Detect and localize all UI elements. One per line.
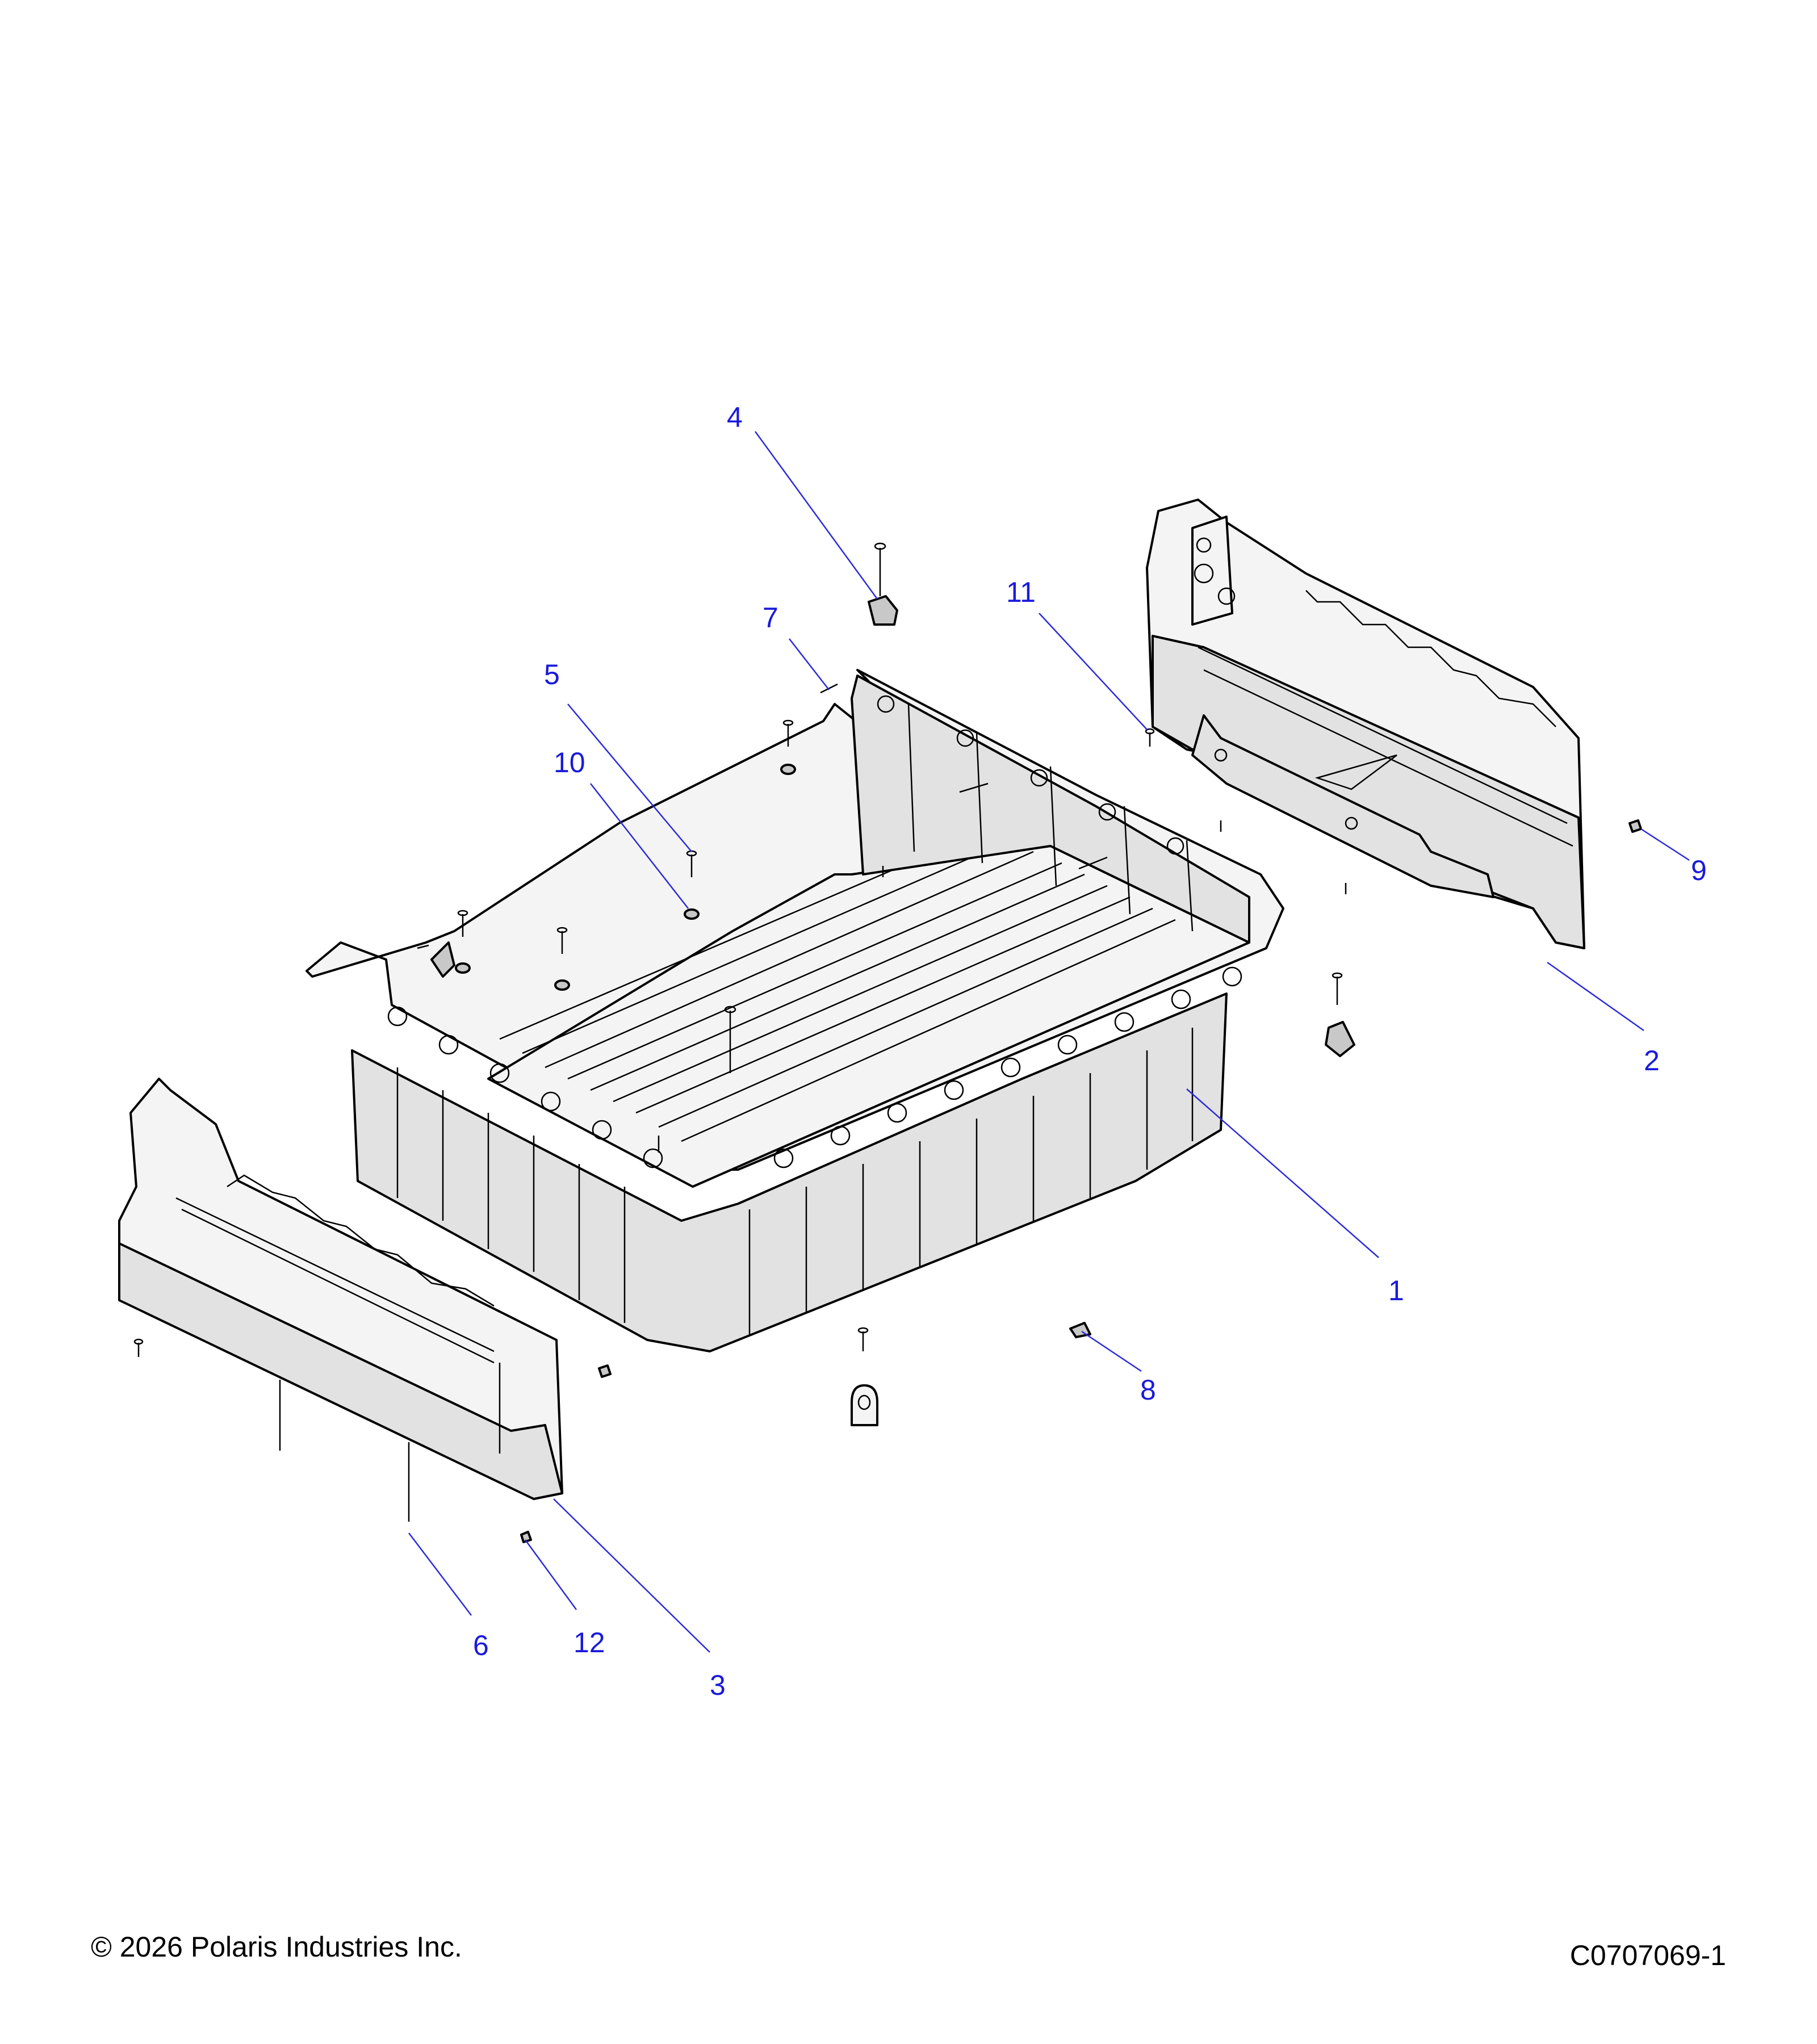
part-2-front-panel [1146, 499, 1585, 949]
callout-4: 4 [727, 401, 743, 433]
callout-3: 3 [710, 1669, 726, 1701]
callout-labels: 1 2 3 4 5 6 7 8 9 10 11 12 [473, 401, 1707, 1701]
callout-1: 1 [1388, 1275, 1404, 1306]
callout-11: 11 [1006, 576, 1036, 608]
part-1-cargo-box [305, 669, 1284, 1352]
drawing-number: C0707069-1 [1569, 1940, 1726, 1971]
callout-6: 6 [473, 1630, 489, 1661]
callout-7: 7 [763, 602, 778, 634]
callout-10: 10 [554, 747, 585, 778]
copyright-text: © 2026 Polaris Industries Inc. [91, 1931, 462, 1963]
callout-2: 2 [1644, 1045, 1660, 1077]
callout-8: 8 [1140, 1374, 1156, 1406]
leader-lines [408, 431, 1690, 1653]
callout-12: 12 [573, 1627, 605, 1658]
fasteners [133, 542, 1642, 1543]
callout-5: 5 [544, 659, 560, 690]
callout-9: 9 [1691, 855, 1707, 886]
part-3-tailgate [118, 1078, 563, 1500]
